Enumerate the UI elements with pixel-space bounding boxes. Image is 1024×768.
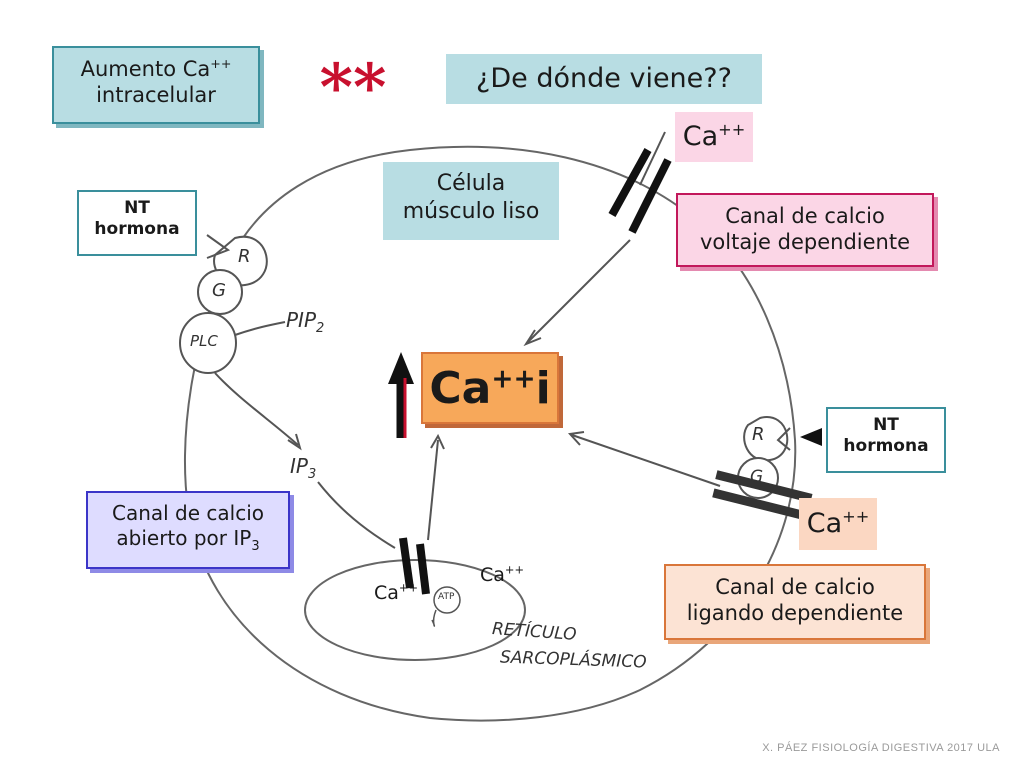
ligand-channel-bars xyxy=(712,470,813,521)
pip2-sub: 2 xyxy=(316,321,325,336)
stars: ** xyxy=(314,56,392,120)
ip3-box: Canal de calcio abierto por IP3 xyxy=(86,491,290,569)
aumento-line2: intracelular xyxy=(96,83,216,108)
atp-circle xyxy=(433,586,461,614)
celula-line1: Célula xyxy=(436,171,506,196)
ip3-line1: Canal de calcio xyxy=(111,501,265,525)
plc-label: PLC xyxy=(190,332,218,350)
celula-line2: músculo liso xyxy=(402,198,540,224)
ca-right-text: Ca xyxy=(806,508,843,539)
pip2-text: PIP xyxy=(286,308,317,332)
voltaje-line2: voltaje dependiente xyxy=(700,230,910,255)
voltaje-line1: Canal de calcio xyxy=(725,204,885,228)
aumento-line1: Aumento Ca xyxy=(80,57,211,81)
ip3-sketch-label: IP3 xyxy=(290,454,316,481)
aumento-box: Aumento Ca++ intracelular xyxy=(52,46,260,124)
ca-top-box: Ca++ xyxy=(675,112,753,162)
r-top-label: R xyxy=(238,246,251,267)
nt-left-box: NT hormona xyxy=(77,190,197,256)
nt-right-line2: hormona xyxy=(843,436,929,457)
nt-right-box: NT hormona xyxy=(826,407,946,473)
celula-box: Célula músculo liso xyxy=(383,162,559,240)
ca-right-box: Ca++ xyxy=(799,498,877,550)
ca-sr-right-sup: ++ xyxy=(504,562,525,577)
question-box: ¿De dónde viene?? xyxy=(446,54,762,104)
ca-sr-left-text: Ca xyxy=(374,582,399,604)
ca-top-sup: ++ xyxy=(718,120,746,139)
ca-sr-left: Ca++ xyxy=(374,582,434,612)
plc-shape xyxy=(179,312,237,374)
g-top-label: G xyxy=(212,280,226,301)
stars-text: ** xyxy=(319,50,387,125)
receptor-notch xyxy=(206,234,231,259)
ip3-sketch-sub: 3 xyxy=(307,467,317,482)
question-text: ¿De dónde viene?? xyxy=(476,63,732,94)
cai-box: Ca++i xyxy=(421,352,559,424)
g-protein-top-shape xyxy=(197,269,243,315)
r-right-label: R xyxy=(752,424,765,445)
ca-sr-right: Ca++ xyxy=(480,564,540,594)
nt-right-line1: NT xyxy=(873,415,899,435)
ip3-line2: abierto por IP xyxy=(116,526,252,550)
cai-text: Ca xyxy=(429,363,492,414)
voltaje-box: Canal de calcio voltaje dependiente xyxy=(676,193,934,267)
ca-top-text: Ca xyxy=(682,121,719,152)
cai-suffix: i xyxy=(535,363,551,414)
ligando-box: Canal de calcio ligando dependiente xyxy=(664,564,926,640)
pip2-label: PIP2 xyxy=(286,308,324,335)
ca-right-sup: ++ xyxy=(842,507,870,526)
increase-arrow xyxy=(388,352,414,438)
nt-left-line1: NT xyxy=(124,198,150,218)
ip3-sketch-text: IP xyxy=(290,454,308,478)
sarcoplasmic-reticulum-shape xyxy=(304,559,526,661)
cai-sup: ++ xyxy=(491,363,536,395)
ligando-line1: Canal de calcio xyxy=(715,575,875,599)
ca-sr-left-sup: ++ xyxy=(398,580,419,595)
ligando-line2: ligando dependiente xyxy=(686,601,904,626)
atp-label: ATP xyxy=(438,592,455,602)
ip3-sub: 3 xyxy=(251,539,260,554)
aumento-sup: ++ xyxy=(210,56,232,71)
g-right-label: G xyxy=(750,467,764,487)
receptor-r-right-shape xyxy=(743,416,789,462)
nt-left-line2: hormona xyxy=(94,219,180,240)
footer-credit: X. PÁEZ FISIOLOGÍA DIGESTIVA 2017 ULA xyxy=(762,742,1000,754)
ca-sr-right-text: Ca xyxy=(480,564,505,586)
